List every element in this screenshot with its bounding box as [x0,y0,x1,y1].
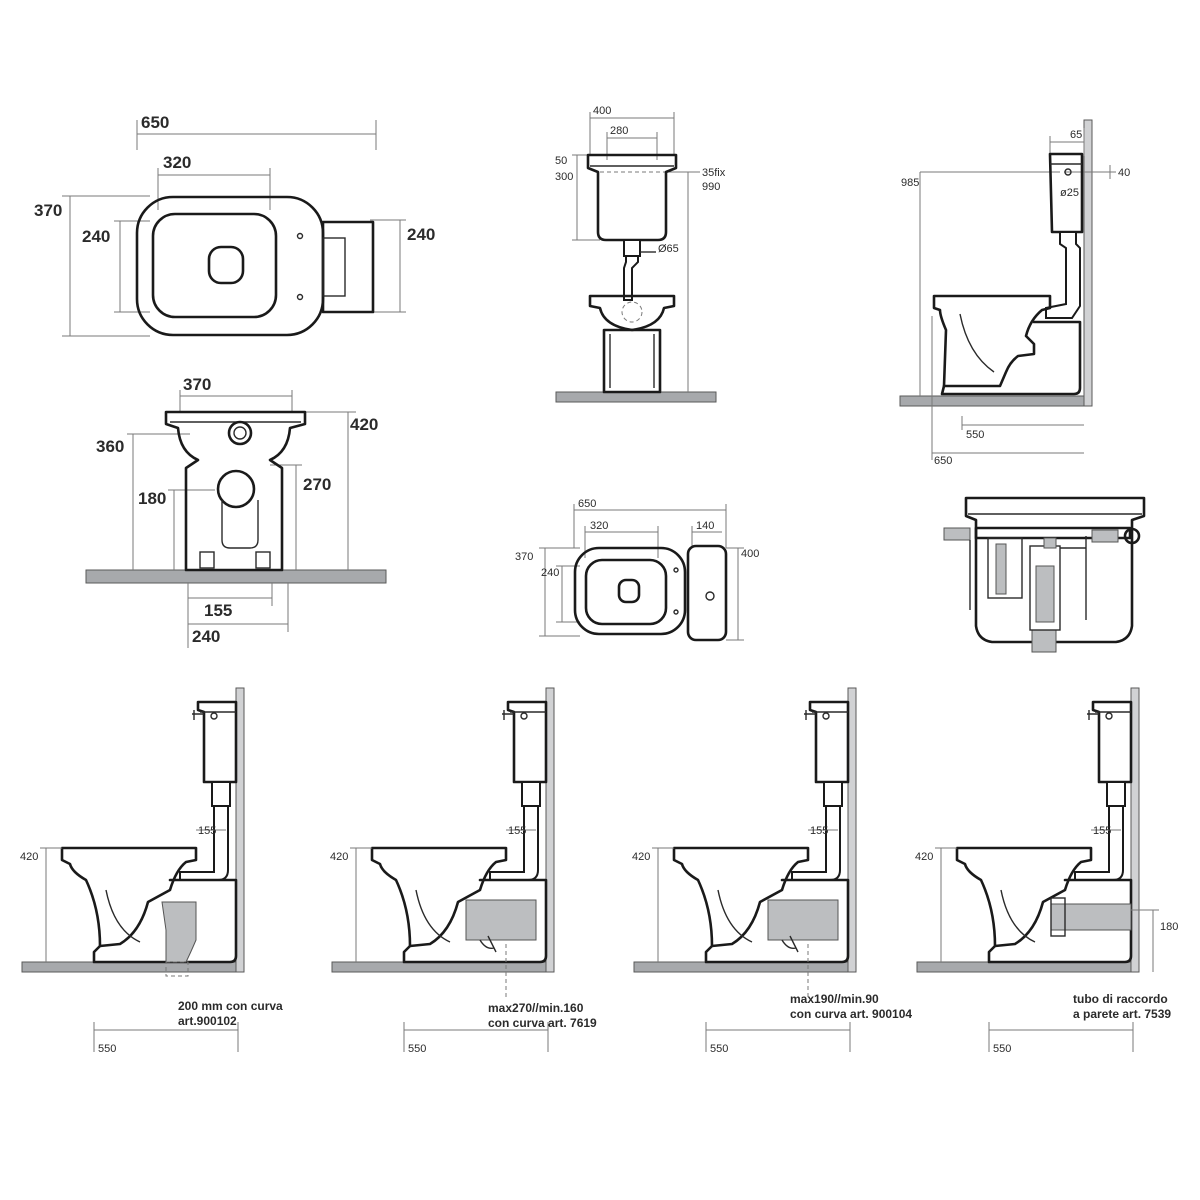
dim-outlet-height: 180 [1160,921,1178,933]
connection-note-line2: con curva art. 7619 [488,1016,597,1030]
cistern-side-view: 65 40 985 ø25 550 650 [899,119,1130,467]
dim-bowl-depth: 550 [966,429,984,441]
connection-note-line1: max190//min.90 [790,992,879,1006]
dim-installed-depth: 550 [408,1043,426,1055]
dim-installed-height: 420 [330,851,348,863]
dim-cistern-top-offset: 50 [555,155,567,167]
dim-cistern-inner-width: 280 [610,125,628,137]
dim-pipe-offset: 155 [1093,825,1111,837]
connection-note-line2: con curva art. 900104 [790,1007,912,1021]
dim-rim-height: 360 [96,437,124,456]
front-view: 370 420 360 180 270 155 240 [85,375,387,648]
dim-combo-seat-width: 320 [590,520,608,532]
dim-pipe-offset: 155 [810,825,828,837]
dim-total-depth: 650 [934,455,952,467]
cistern-internals [943,496,1146,653]
dim-installed-height: 420 [632,851,650,863]
dim-height: 420 [350,415,378,434]
dim-combo-inner-depth: 240 [541,567,559,579]
dim-top-width: 370 [183,375,211,394]
dim-outlet-height: 270 [303,475,331,494]
dim-installed-depth: 550 [710,1043,728,1055]
dim-installed-height: 420 [915,851,933,863]
connection-note-line1: max270//min.160 [488,1001,584,1015]
dim-pipe-offset: 155 [198,825,216,837]
dim-installed-depth: 550 [993,1043,1011,1055]
cistern-front-view: 400 280 50 300 35fix 990 Ø65 [555,105,726,403]
dim-installed-depth: 550 [98,1043,116,1055]
connection-note-line1: 200 mm con curva [178,999,283,1013]
combo-top-view: 650 320 140 370 240 400 [515,498,759,642]
dim-base-width: 240 [192,627,220,646]
dim-pipe-diameter: Ø65 [658,243,679,255]
dim-depth: 370 [34,201,62,220]
dim-seat-width: 320 [163,153,191,172]
dim-foot-width: 155 [204,601,232,620]
top-view: 650 320 370 240 240 [34,113,435,337]
dim-pipe-offset: 155 [508,825,526,837]
dim-combo-overall-width: 650 [578,498,596,510]
dim-offset: 40 [1118,167,1130,179]
dim-installed-height: 420 [20,851,38,863]
dim-overall-width: 650 [141,113,169,132]
dim-cistern-fix-offset: 35fix [702,167,726,179]
dim-cistern-total-height: 990 [702,181,720,193]
connection-note-line2: art.900102 [178,1014,237,1028]
dim-combo-depth: 370 [515,551,533,563]
dim-tank-depth: 65 [1070,129,1082,141]
dim-cistern-top-width: 400 [593,105,611,117]
dim-inner-depth: 240 [82,227,110,246]
dim-tank-depth: 240 [407,225,435,244]
dim-outlet-center: 180 [138,489,166,508]
dim-fix-diameter: ø25 [1060,187,1079,199]
connection-note-line1: tubo di raccordo [1073,992,1168,1006]
connection-note-line2: a parete art. 7539 [1073,1007,1171,1021]
dim-combo-tank-width: 400 [741,548,759,560]
dim-combo-tank-depth: 140 [696,520,714,532]
dim-cistern-tank-height: 300 [555,171,573,183]
dim-height: 985 [901,177,919,189]
